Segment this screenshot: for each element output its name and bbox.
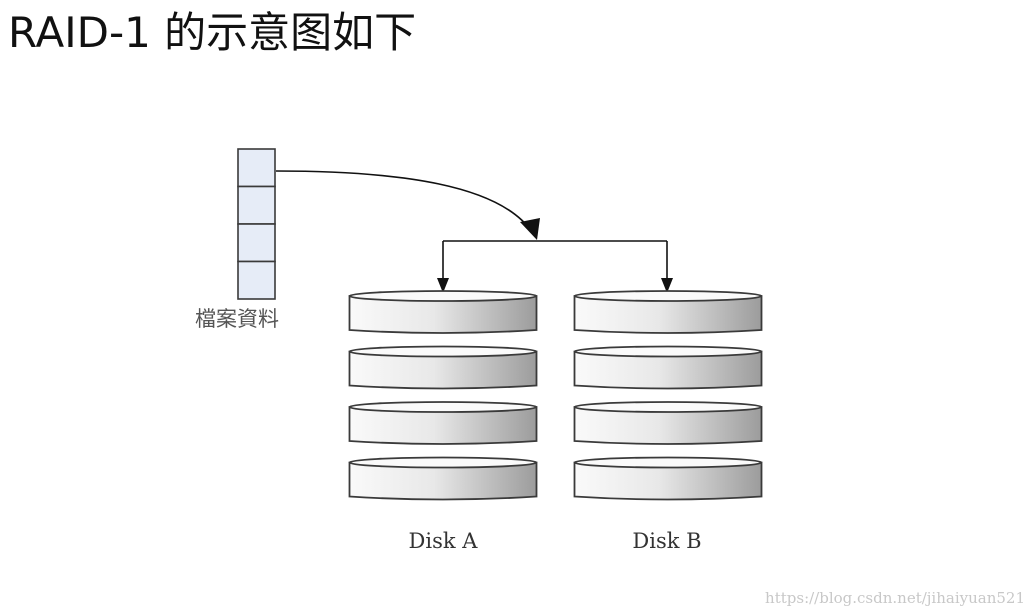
connector-arrowhead bbox=[520, 218, 540, 240]
file-data-block bbox=[237, 260, 276, 300]
disk-platter bbox=[573, 456, 763, 501]
disk-platter bbox=[573, 290, 763, 334]
file-data-label: 檔案資料 bbox=[195, 307, 279, 331]
disk-platter bbox=[348, 345, 538, 390]
file-to-split-connector bbox=[275, 170, 533, 233]
disk-a-stack bbox=[348, 290, 538, 501]
file-data-block bbox=[237, 185, 276, 225]
arrow-to-disk-b-head bbox=[661, 278, 673, 293]
disk-b-label: Disk B bbox=[632, 529, 701, 553]
file-data-block bbox=[237, 148, 276, 188]
arrow-to-disk-a-head bbox=[437, 278, 449, 293]
file-data-stack bbox=[237, 148, 276, 300]
page-title: RAID-1 的示意图如下 bbox=[8, 8, 417, 57]
disk-a-label: Disk A bbox=[409, 529, 479, 553]
file-data-block bbox=[237, 223, 276, 263]
disk-platter bbox=[573, 345, 763, 390]
disk-platter bbox=[348, 456, 538, 501]
watermark-url: https://blog.csdn.net/jihaiyuan521 bbox=[765, 589, 1025, 607]
disk-b-stack bbox=[573, 290, 763, 501]
disk-platter bbox=[573, 401, 763, 445]
disk-platter bbox=[348, 401, 538, 445]
disk-platter bbox=[348, 290, 538, 334]
